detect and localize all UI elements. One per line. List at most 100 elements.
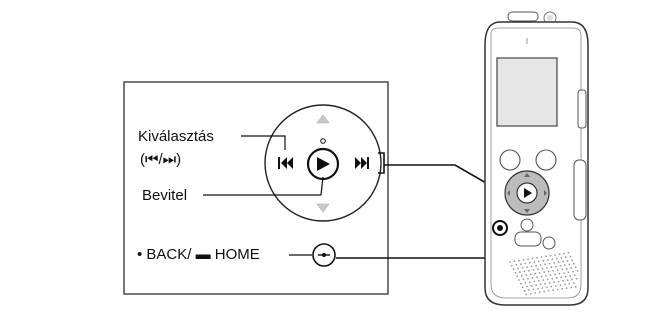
- grille-dot: [555, 285, 557, 287]
- grille-dot: [564, 256, 567, 259]
- grille-dot: [576, 270, 579, 272]
- grille-dot: [555, 265, 557, 268]
- grille-dot: [533, 261, 536, 263]
- grille-dot: [550, 266, 553, 269]
- grille-dot: [518, 259, 520, 262]
- grille-dot: [513, 260, 516, 263]
- grille-dot: [524, 262, 527, 265]
- grille-dot: [554, 254, 556, 256]
- grille-dot: [543, 290, 546, 293]
- grille-dot: [567, 271, 570, 274]
- back-home-label: • BACK/ ▬ HOME: [137, 246, 260, 263]
- callout-box: [123, 81, 389, 295]
- grille-dot: [558, 272, 561, 275]
- grille-dot: [562, 260, 564, 263]
- grille-dot: [561, 287, 564, 290]
- grille-dot: [533, 280, 536, 283]
- grille-dot: [563, 272, 565, 274]
- grille-dot: [527, 277, 529, 280]
- grille-dot: [546, 286, 548, 289]
- grille-dot: [553, 281, 555, 284]
- grille-dot: [568, 263, 571, 266]
- grille-dot: [519, 282, 522, 285]
- enter-label: Bevitel: [142, 187, 187, 204]
- grille-dot: [568, 282, 571, 285]
- grille-dot: [573, 262, 575, 265]
- grille-dot: [523, 289, 526, 292]
- grille-dot: [509, 261, 511, 263]
- grille-dot: [567, 252, 570, 254]
- grille-dot: [565, 267, 568, 270]
- grille-dot: [569, 255, 572, 258]
- grille-dot: [556, 269, 559, 271]
- grille-dot: [563, 252, 565, 255]
- grille-dot: [515, 264, 518, 266]
- back-home-button-icon[interactable]: [312, 243, 336, 267]
- grille-dot: [510, 264, 513, 267]
- grille-dot: [557, 261, 560, 264]
- grille-dot: [520, 274, 523, 277]
- grille-dot: [540, 256, 543, 258]
- grille-dot: [570, 267, 573, 269]
- enter-leader-line-2: [320, 176, 324, 196]
- grille-dot: [548, 282, 551, 284]
- grille-dot: [564, 275, 567, 278]
- grille-dot: [547, 270, 550, 273]
- grille-dot: [566, 279, 569, 282]
- grille-dot: [574, 285, 577, 288]
- grille-dot: [562, 280, 564, 282]
- voice-recorder-device: [484, 11, 589, 306]
- grille-dot: [548, 262, 551, 265]
- grille-dot: [528, 281, 531, 284]
- grille-dot: [542, 259, 545, 262]
- grille-dot: [544, 263, 546, 266]
- tactile-dot: [320, 138, 326, 144]
- grille-dot: [559, 284, 562, 287]
- grille-dot: [514, 271, 517, 274]
- grille-dot: [571, 259, 573, 261]
- grille-dot: [516, 275, 519, 278]
- speaker-grille: [509, 252, 579, 296]
- grille-dot: [517, 267, 519, 270]
- grille-dot: [572, 270, 574, 273]
- grille-dot: [540, 275, 543, 278]
- grille-dot: [526, 285, 528, 288]
- grille-dot: [566, 259, 569, 262]
- grille-dot: [537, 268, 539, 271]
- grille-dot: [574, 266, 577, 269]
- grille-dot: [521, 266, 524, 269]
- grille-dot: [530, 265, 533, 268]
- grille-dot: [536, 276, 538, 279]
- select-keys-label: (⏮/⏭): [140, 151, 181, 168]
- grille-dot: [558, 253, 561, 256]
- grille-dot: [546, 267, 548, 269]
- grille-dot: [546, 278, 549, 281]
- grille-dot: [537, 287, 539, 290]
- grille-dot: [532, 269, 535, 271]
- grille-dot: [531, 257, 534, 260]
- grille-dot: [571, 278, 573, 281]
- grille-dot: [523, 270, 526, 273]
- grille-dot: [544, 282, 546, 285]
- grille-dot: [565, 287, 568, 289]
- grille-dot: [555, 257, 558, 260]
- grille-dot: [573, 274, 576, 277]
- grille-dot: [545, 274, 547, 277]
- grille-dot: [521, 286, 524, 289]
- grille-dot: [524, 282, 527, 284]
- grille-dot: [550, 285, 553, 288]
- triangle-up-icon[interactable]: [316, 114, 330, 124]
- grille-dot: [551, 277, 554, 280]
- grille-dot: [531, 277, 534, 279]
- grille-dot: [527, 258, 529, 261]
- grille-dot: [529, 273, 532, 276]
- grille-dot: [538, 272, 541, 274]
- triangle-down-icon[interactable]: [316, 203, 330, 213]
- grille-dot: [564, 283, 566, 286]
- skip-next-icon[interactable]: [355, 157, 369, 169]
- grille-dot: [546, 259, 549, 261]
- skip-previous-icon[interactable]: [278, 157, 293, 169]
- grille-dot: [560, 276, 563, 279]
- grille-dot: [553, 262, 555, 264]
